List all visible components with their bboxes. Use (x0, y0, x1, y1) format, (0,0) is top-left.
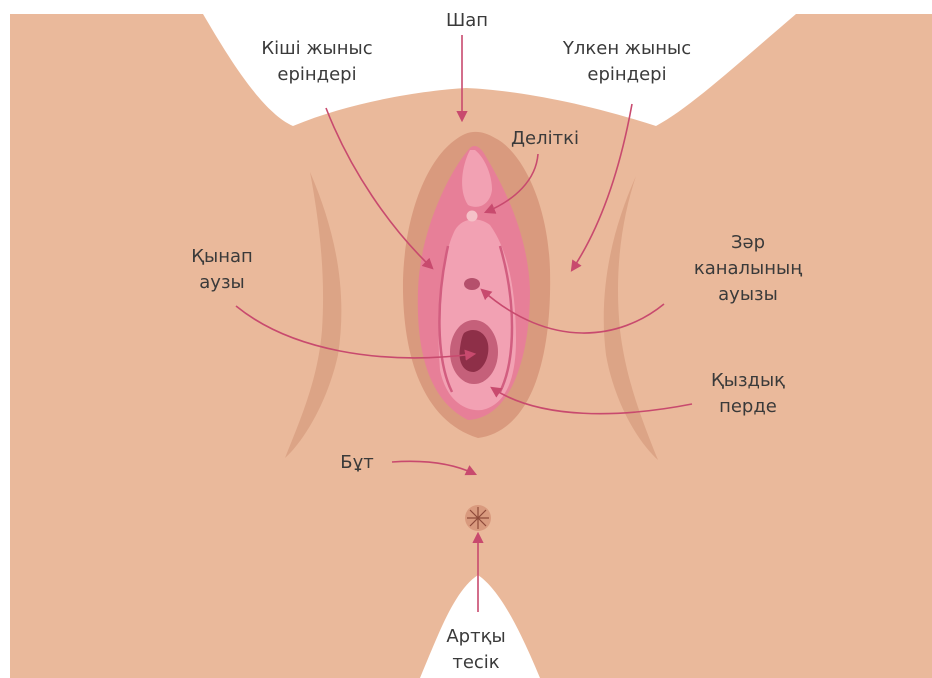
label-vaginal-opening-line1: Қынап (191, 244, 253, 270)
label-anus-line1: Артқы (446, 624, 505, 650)
label-mons: Шап (446, 8, 488, 34)
label-labia-minora-line2: еріндері (261, 62, 372, 88)
label-labia-majora: Үлкен жыныс еріндері (563, 36, 691, 88)
label-urethral-opening-line1: Зәр (694, 230, 802, 256)
label-labia-minora-line1: Кіші жыныс (261, 36, 372, 62)
label-urethral-opening-line3: ауызы (694, 282, 802, 308)
label-vaginal-opening-line2: аузы (191, 270, 253, 296)
anus-folds (467, 507, 489, 529)
label-labia-minora: Кіші жыныс еріндері (261, 36, 372, 88)
label-perineum-text: Бұт (340, 450, 374, 476)
clitoris (467, 211, 478, 222)
label-clitoris-text: Деліткі (511, 126, 579, 152)
label-perineum: Бұт (340, 450, 374, 476)
label-clitoris: Деліткі (511, 126, 579, 152)
label-mons-text: Шап (446, 8, 488, 34)
label-urethral-opening-line2: каналының (694, 256, 802, 282)
label-anus-line2: тесік (446, 650, 505, 676)
label-urethral-opening: Зәр каналының ауызы (694, 230, 802, 308)
label-labia-majora-line2: еріндері (563, 62, 691, 88)
label-anus: Артқы тесік (446, 624, 505, 676)
label-labia-majora-line1: Үлкен жыныс (563, 36, 691, 62)
label-hymen-line2: перде (711, 394, 785, 420)
label-hymen: Қыздық перде (711, 368, 785, 420)
urethral-opening (464, 278, 480, 290)
label-hymen-line1: Қыздық (711, 368, 785, 394)
label-vaginal-opening: Қынап аузы (191, 244, 253, 296)
